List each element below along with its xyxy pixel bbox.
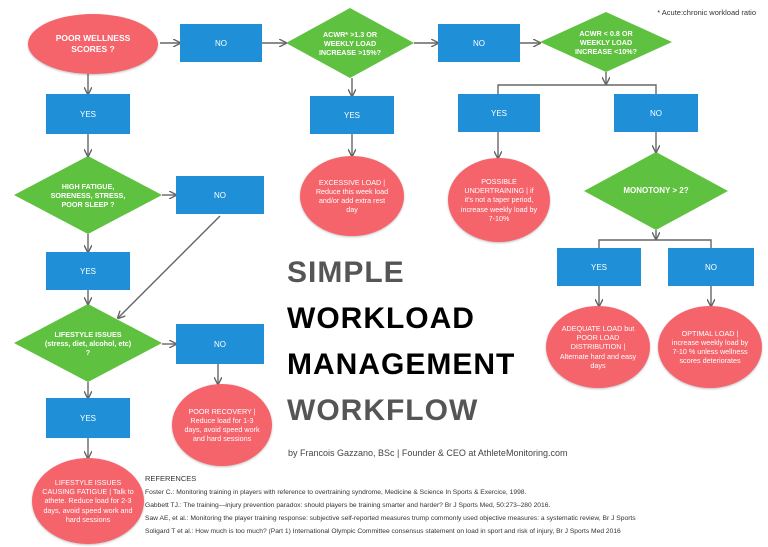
title-line-management: MANAGEMENT	[287, 348, 516, 381]
outcome-lifestyle-fatigue: LIFESTYLE ISSUES CAUSING FATIGUE | Talk …	[32, 458, 144, 544]
box-no-5: NO	[614, 94, 698, 132]
box-no-1: NO	[180, 24, 262, 62]
footnote: * Acute:chronic workload ratio	[657, 8, 756, 17]
reference-item: Soligard T et al.: How much is too much?…	[145, 528, 621, 535]
title-line-workload: WORKLOAD	[287, 302, 475, 335]
title-line-simple: SIMPLE	[287, 256, 405, 289]
box-yes-5: YES	[458, 94, 540, 132]
outcome-excessive-load: EXCESSIVE LOAD | Reduce this week load a…	[300, 156, 404, 236]
arrow-no-lifestyle	[118, 215, 221, 318]
branch-acwr-low	[497, 84, 657, 94]
outcome-optimal-load: OPTIMAL LOAD | increase weekly load by 7…	[658, 306, 762, 388]
outcome-poor-recovery: POOR RECOVERY | Reduce load for 1-3 days…	[172, 384, 272, 466]
node-acwr-low: ACWR < 0.8 OR WEEKLY LOAD INCREASE <10%?	[540, 12, 672, 72]
box-yes-2: YES	[46, 252, 130, 290]
node-acwr-high: ACWR* >1.3 OR WEEKLY LOAD INCREASE >15%?	[286, 8, 414, 78]
node-monotony: MONOTONY > 2?	[584, 152, 728, 230]
box-no-6: NO	[668, 248, 754, 286]
byline: by Francois Gazzano, BSc | Founder & CEO…	[288, 448, 568, 458]
title-line-workflow: WORKFLOW	[287, 394, 479, 427]
node-poor-wellness: POOR WELLNESS SCORES ?	[28, 14, 158, 74]
box-no-4: NO	[176, 324, 264, 364]
reference-item: Saw AE, et al.: Monitoring the player tr…	[145, 515, 636, 522]
node-high-fatigue: HIGH FATIGUE, SORENESS, STRESS, POOR SLE…	[14, 156, 162, 234]
box-yes-1: YES	[46, 94, 130, 134]
outcome-undertraining: POSSIBLE UNDERTRAINING | if it's not a t…	[448, 158, 550, 242]
box-no-2: NO	[438, 24, 520, 62]
branch-monotony	[598, 239, 712, 250]
reference-item: Foster C.: Monitoring training in player…	[145, 489, 527, 496]
title-block: SIMPLE WORKLOAD MANAGEMENT WORKFLOW	[287, 256, 537, 436]
box-yes-6: YES	[557, 248, 641, 286]
outcome-adequate-load: ADEQUATE LOAD but POOR LOAD DISTRIBUTION…	[546, 306, 650, 388]
box-yes-4: YES	[310, 96, 394, 134]
box-yes-3: YES	[46, 398, 130, 438]
node-lifestyle-issues: LIFESTYLE ISSUES (stress, diet, alcohol,…	[14, 304, 162, 382]
references-heading: REFERENCES	[145, 474, 197, 483]
box-no-3: NO	[176, 176, 264, 214]
reference-item: Gabbett TJ.: The training—injury prevent…	[145, 502, 551, 509]
